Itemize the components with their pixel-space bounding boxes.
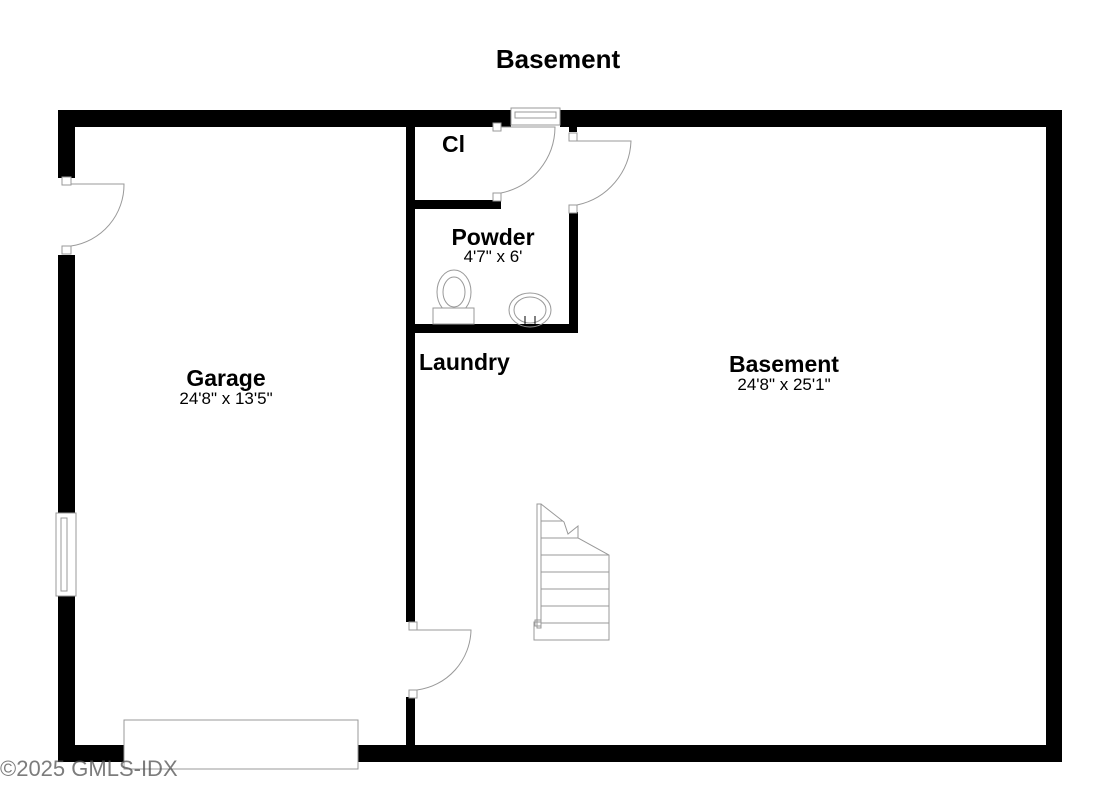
stairs <box>533 503 610 641</box>
room-name: Garage <box>186 365 266 391</box>
walls <box>58 110 1062 762</box>
room-dimensions: 4'7" x 6' <box>463 247 523 266</box>
room-closet: Cl <box>442 131 465 157</box>
openings <box>55 107 578 770</box>
door-swings <box>70 126 632 691</box>
room-name: Basement <box>729 351 839 377</box>
room-name: Powder <box>451 224 535 250</box>
room-laundry: Laundry <box>419 349 510 375</box>
room-dimensions: 24'8" x 13'5" <box>179 389 273 408</box>
sink <box>508 292 552 328</box>
room-garage: Garage 24'8" x 13'5" <box>126 365 326 409</box>
room-dimensions: 24'8" x 25'1" <box>737 375 831 394</box>
watermark: ©2025 GMLS-IDX <box>0 756 178 781</box>
room-powder: Powder 4'7" x 6' <box>428 224 558 267</box>
floor-title: Basement <box>495 44 621 74</box>
toilet <box>432 269 475 325</box>
room-basement: Basement 24'8" x 25'1" <box>684 351 884 395</box>
